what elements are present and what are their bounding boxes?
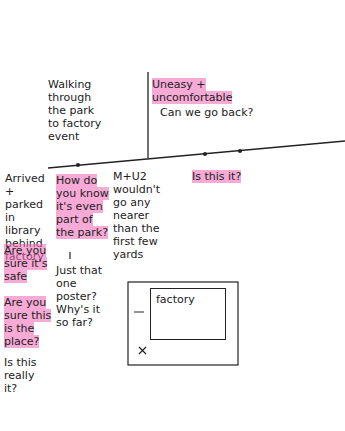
timeline xyxy=(48,141,345,168)
journey-note: Can we go back? xyxy=(160,106,253,119)
timeline-dot xyxy=(203,152,207,156)
map-mark xyxy=(134,312,144,313)
map-outline xyxy=(128,282,238,365)
timeline-dot xyxy=(76,163,80,167)
note-wrap: Can we go back? xyxy=(160,106,260,119)
divider-line xyxy=(147,72,148,158)
journey-note: Are you sure this is the place? xyxy=(4,296,51,348)
journey-note: Uneasy + uncomfortable xyxy=(152,78,232,104)
timeline-dot xyxy=(238,149,242,153)
note-wrap: Are you sure it's safe xyxy=(4,244,50,283)
note-wrap: Just that one poster? Why's it so far? xyxy=(56,264,110,329)
note-wrap: Is this really it? xyxy=(4,356,50,395)
factory-box: factory xyxy=(150,288,226,340)
note-wrap: Are you sure this is the place? xyxy=(4,296,52,348)
journey-note: How do you know it's even part of the pa… xyxy=(56,174,109,239)
journey-note: M+U2 wouldn't go any nearer than the fir… xyxy=(113,170,160,261)
note-wrap: Is this it? xyxy=(192,170,248,183)
note-wrap: How do you know it's even part of the pa… xyxy=(56,174,110,239)
journey-note: Are you sure it's safe xyxy=(4,244,47,283)
tick-line xyxy=(69,252,70,259)
journey-note: Walking through the park to factory even… xyxy=(48,78,101,143)
x-mark xyxy=(139,347,146,354)
journey-note: Is this it? xyxy=(192,170,241,183)
note-wrap: Uneasy + uncomfortable xyxy=(152,78,272,104)
journey-note: Is this really it? xyxy=(4,356,37,395)
journey-note: Just that one poster? Why's it so far? xyxy=(56,264,102,329)
note-wrap: Walking through the park to factory even… xyxy=(48,78,106,143)
box-label: factory xyxy=(151,289,225,310)
note-wrap: M+U2 wouldn't go any nearer than the fir… xyxy=(113,170,167,261)
